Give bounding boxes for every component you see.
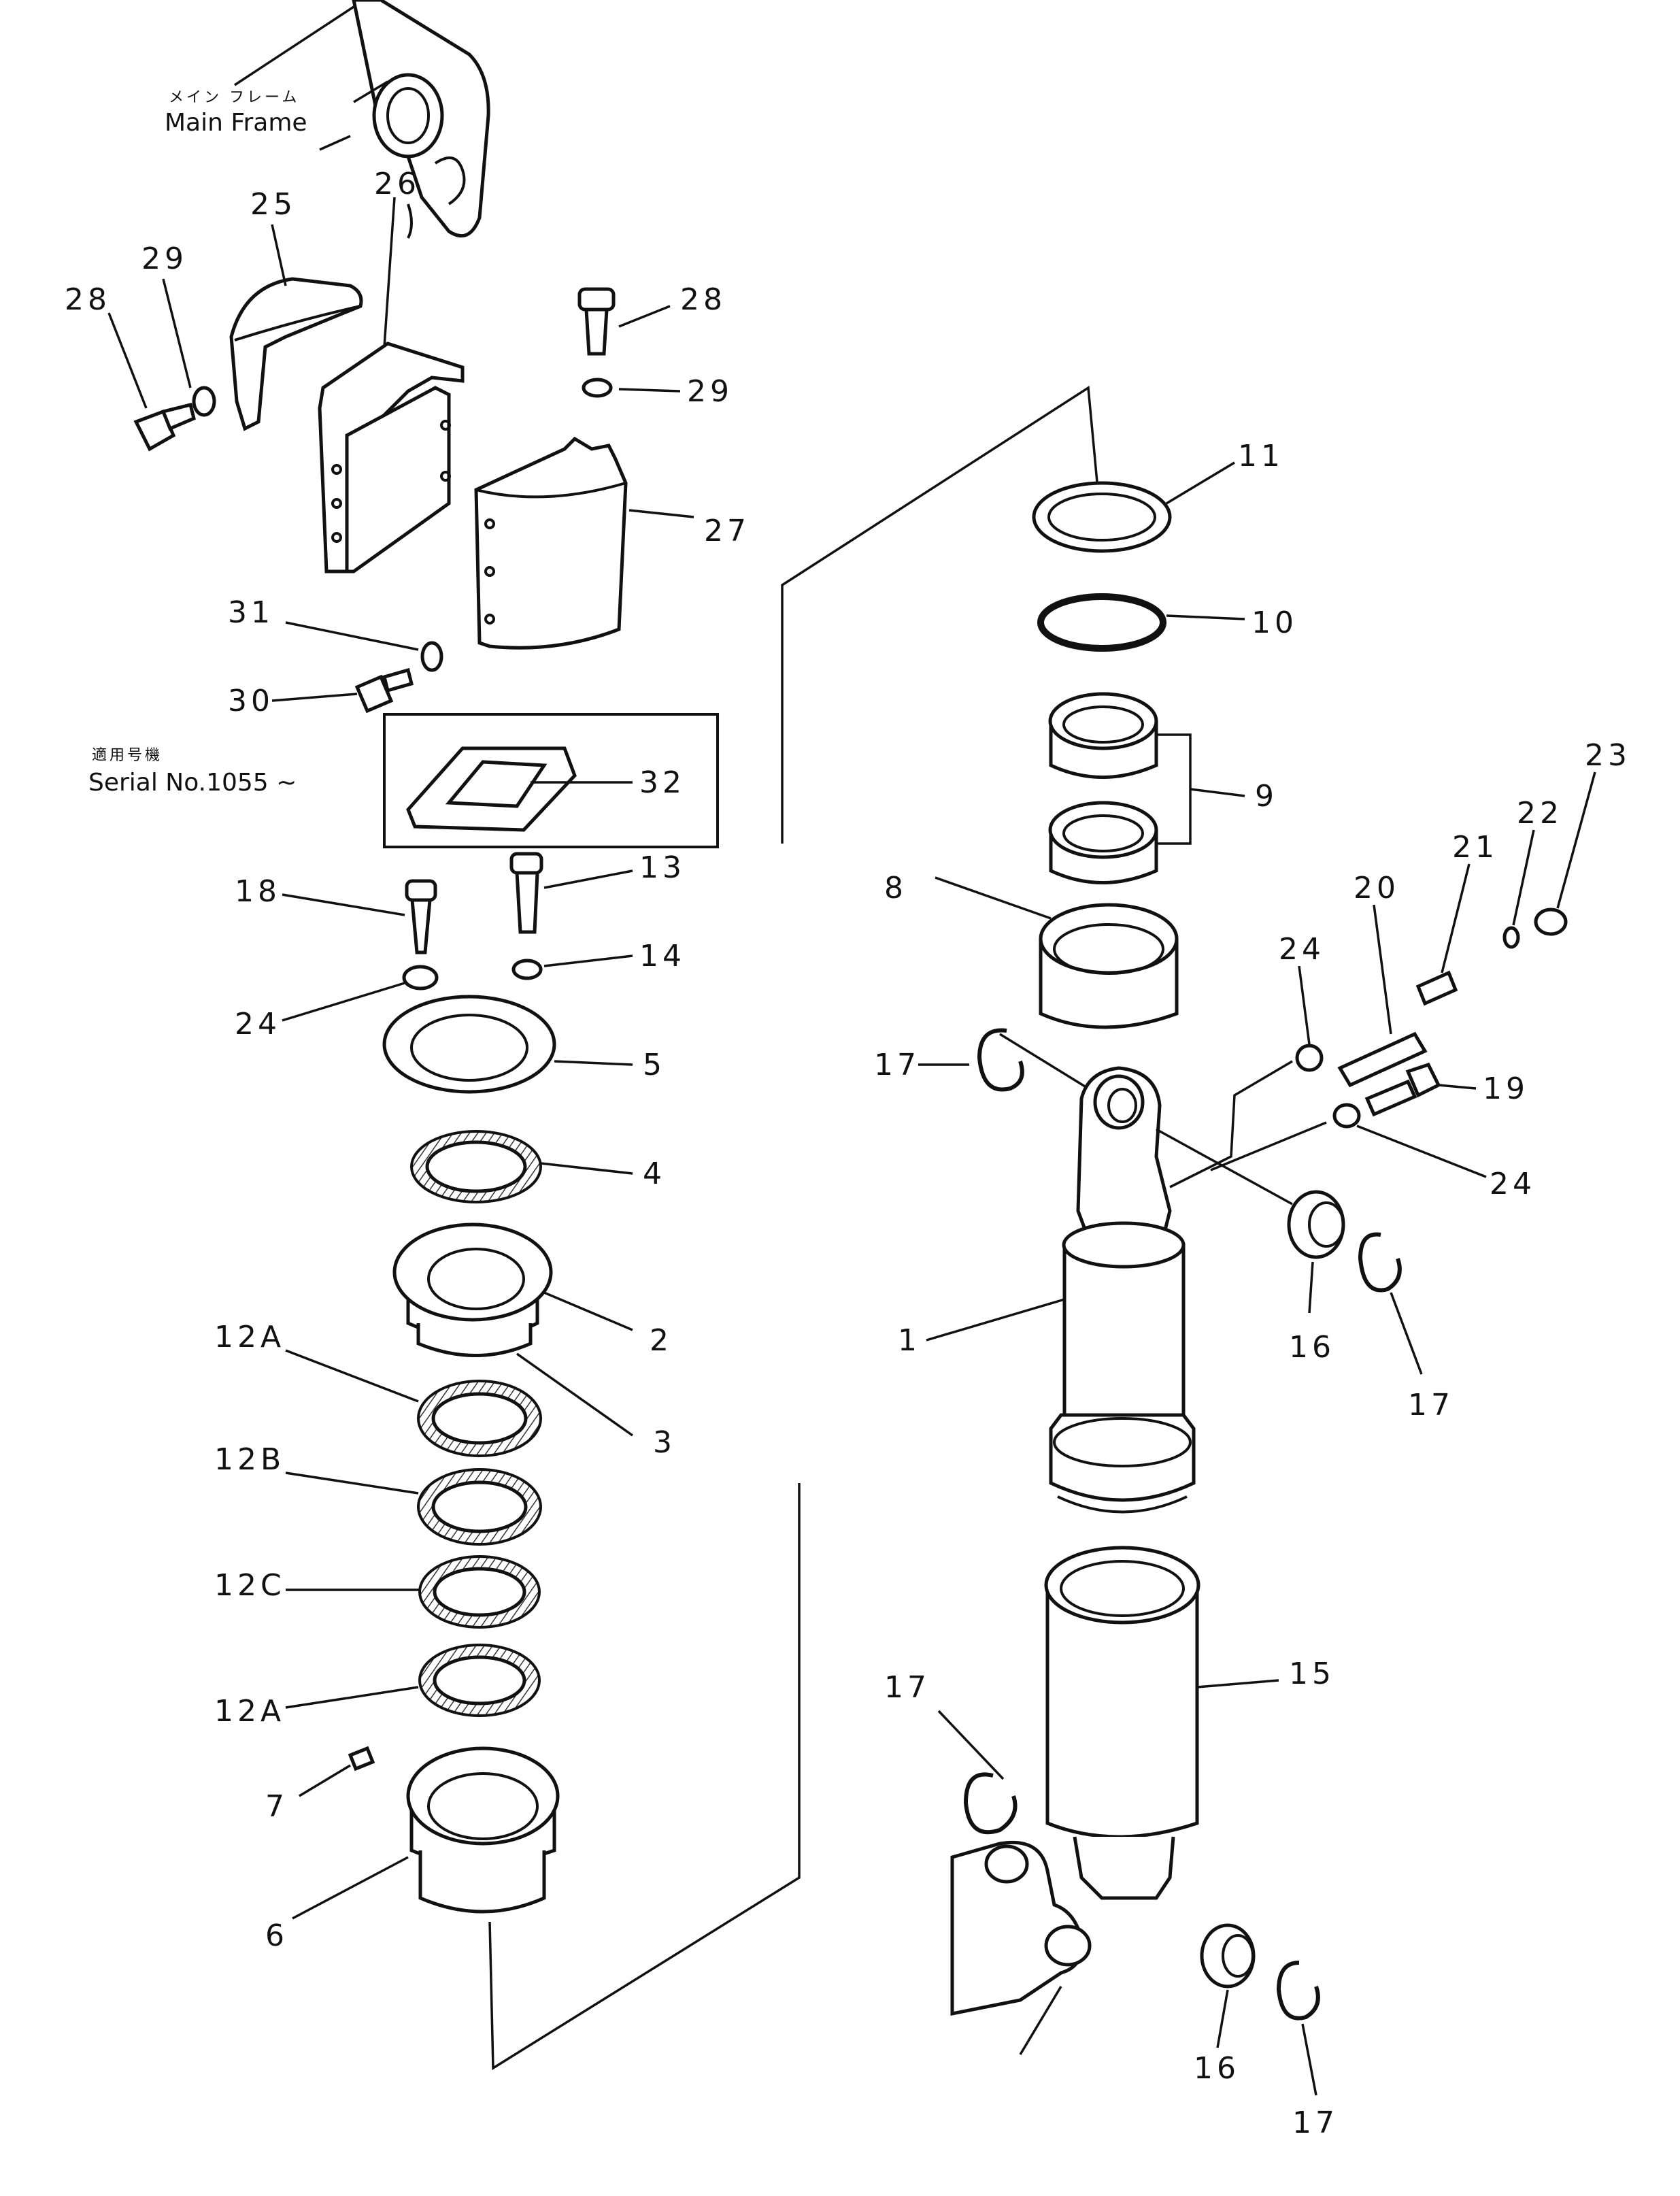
part-18-screw — [405, 879, 437, 954]
callout-24-left: 24 — [235, 1007, 281, 1042]
part-17-snap-ring-right — [1358, 1232, 1402, 1293]
serial-note-en: Serial No.1055 ~ — [88, 769, 297, 797]
callout-8: 8 — [884, 871, 907, 905]
callout-19: 19 — [1483, 1071, 1529, 1106]
part-23-cap — [1534, 908, 1568, 936]
callout-29-left: 29 — [141, 242, 188, 276]
part-12a-seal-lower — [418, 1644, 541, 1717]
part-12c-seal — [418, 1555, 541, 1629]
part-24-seal-lower-right — [1332, 1103, 1361, 1129]
callout-17-right: 17 — [1408, 1388, 1454, 1423]
serial-box — [383, 713, 719, 848]
part-16-bushing-top — [1287, 1190, 1345, 1259]
part-17-snap-ring-lower-right — [1276, 1961, 1320, 2020]
callout-12a-upper: 12A — [214, 1320, 285, 1354]
assembly-line-upper — [781, 385, 1100, 844]
callout-20: 20 — [1354, 871, 1400, 905]
part-29-washer-left — [192, 386, 216, 417]
lower-frame-part — [950, 1840, 1092, 2016]
part-13-bolt — [509, 852, 543, 934]
part-24-seal-left — [402, 965, 439, 991]
part-24-seal-upper-right — [1295, 1044, 1324, 1072]
callout-5: 5 — [643, 1048, 666, 1082]
callout-17-lower-left: 17 — [884, 1670, 930, 1705]
part-25-half-shell — [229, 277, 363, 431]
part-4-ring — [410, 1130, 542, 1203]
part-12b-seal — [417, 1468, 542, 1546]
callout-12b: 12B — [214, 1442, 285, 1477]
main-frame-label-jp: メイン フレーム — [169, 89, 299, 106]
callout-17-bottom: 17 — [1292, 2106, 1339, 2140]
part-30-bolt — [354, 667, 414, 714]
part-11-wiper-ring — [1032, 481, 1172, 553]
callout-4: 4 — [643, 1157, 666, 1191]
part-2-head-flange — [392, 1222, 553, 1357]
part-19-bolt — [1364, 1062, 1441, 1117]
callout-24-top-right: 24 — [1279, 932, 1325, 967]
part-12a-seal-upper — [417, 1380, 542, 1457]
callout-30: 30 — [228, 684, 274, 718]
callout-7: 7 — [265, 1789, 288, 1824]
callout-1: 1 — [898, 1323, 921, 1358]
serial-note-jp: 適用号機 — [92, 747, 163, 764]
callout-11: 11 — [1238, 439, 1284, 473]
callout-25: 25 — [250, 187, 297, 222]
callout-13: 13 — [639, 850, 686, 885]
part-6-gland — [406, 1746, 560, 1914]
part-17-snap-ring-top — [977, 1028, 1024, 1092]
part-26-bracket — [318, 342, 465, 573]
callout-18: 18 — [235, 874, 281, 909]
part-15-cylinder-tube — [1044, 1546, 1200, 1900]
callout-2: 2 — [650, 1323, 673, 1358]
part-22-oring — [1502, 926, 1520, 949]
callout-29-right: 29 — [687, 374, 733, 409]
part-16-bushing-bottom — [1200, 1923, 1256, 1989]
callout-27: 27 — [704, 514, 750, 548]
main-frame-label-en: Main Frame — [165, 109, 307, 137]
part-8-bushing — [1039, 903, 1179, 1029]
callout-26: 26 — [374, 167, 420, 201]
assembly-line-center — [488, 1483, 801, 2071]
part-14-washer — [511, 959, 543, 980]
part-9-bushing-lower — [1048, 801, 1158, 884]
part-9-bushing-upper — [1048, 692, 1158, 779]
callout-22: 22 — [1517, 796, 1563, 831]
callout-9: 9 — [1255, 779, 1278, 814]
callout-32: 32 — [639, 765, 686, 800]
callout-16-bottom: 16 — [1194, 2051, 1240, 2086]
part-17-snap-ring-lower-left — [963, 1772, 1018, 1835]
callout-16-top: 16 — [1289, 1330, 1335, 1365]
callout-14: 14 — [639, 939, 686, 974]
callout-21: 21 — [1452, 830, 1498, 865]
part-28-bolt-right — [577, 287, 616, 356]
callout-12c: 12C — [214, 1568, 286, 1603]
part-20-fitting — [1337, 1031, 1428, 1088]
callout-24-bottom-right: 24 — [1490, 1167, 1536, 1201]
part-29-washer-right — [582, 378, 613, 398]
callout-3: 3 — [653, 1425, 676, 1460]
part-32-plate — [406, 746, 577, 832]
callout-23: 23 — [1585, 738, 1631, 773]
main-frame-part — [352, 0, 490, 239]
part-31-washer — [420, 641, 443, 672]
callout-17-top: 17 — [874, 1048, 920, 1082]
part-21-nipple — [1415, 970, 1458, 1006]
callout-15: 15 — [1289, 1657, 1335, 1691]
part-27-cover — [474, 436, 628, 650]
callout-28-left: 28 — [65, 282, 111, 317]
callout-28-right: 28 — [680, 282, 726, 317]
part-1-cylinder — [1049, 1066, 1196, 1514]
part-28-bolt-left — [133, 402, 196, 452]
part-10-seal-ring — [1037, 593, 1166, 652]
callout-12a-lower: 12A — [214, 1694, 285, 1729]
part-7-pin — [348, 1746, 375, 1771]
callout-31: 31 — [228, 595, 274, 630]
callout-6: 6 — [265, 1918, 288, 1953]
callout-10: 10 — [1251, 605, 1298, 640]
part-5-gasket — [382, 995, 556, 1094]
